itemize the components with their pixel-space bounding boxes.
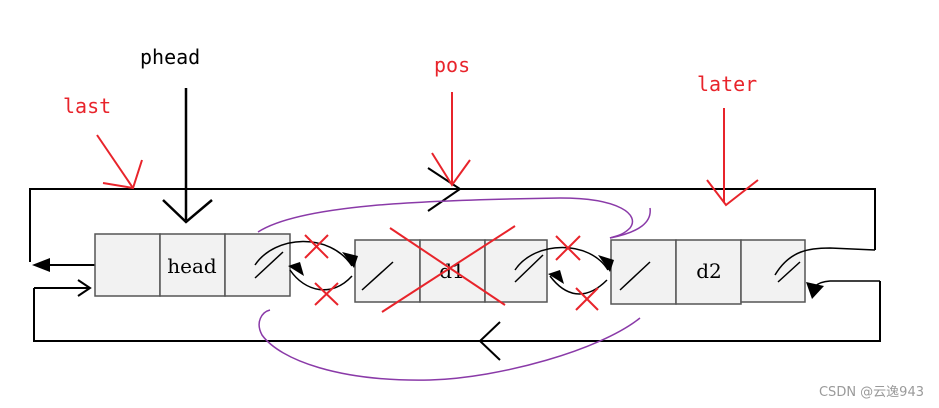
new-prev-link <box>258 309 641 381</box>
node-d2: d2 <box>610 239 806 305</box>
delete-marks <box>304 225 599 313</box>
bottom-prev-line <box>33 281 881 342</box>
node-head: head <box>94 233 291 297</box>
pointer-phead: phead <box>140 45 213 224</box>
watermark-text: CSDN @云逸943 <box>819 385 924 400</box>
cross-d2-prev <box>575 287 599 311</box>
d2-prev-curve <box>549 275 608 295</box>
label-pos: pos <box>434 53 470 77</box>
new-next-tail <box>609 207 651 239</box>
top-next-line <box>29 188 876 262</box>
label-phead: phead <box>140 45 200 69</box>
new-links <box>257 197 651 381</box>
d2-next-curve <box>774 247 876 276</box>
pointer-later: later <box>697 72 759 207</box>
link-arrowheads <box>288 252 824 299</box>
pointer-pos: pos <box>431 53 471 187</box>
cross-d1-next <box>555 235 581 261</box>
cross-node-d1 <box>381 225 516 313</box>
bottom-arrow-head <box>478 321 501 361</box>
new-next-link <box>257 197 634 239</box>
label-last: last <box>63 94 111 118</box>
node-d1: d1 <box>354 239 548 303</box>
node-head-label: head <box>167 254 217 278</box>
top-arrow-head <box>427 167 462 212</box>
d1-next-curve <box>514 246 609 271</box>
circular-frame <box>29 167 881 361</box>
head-next-curve <box>254 240 353 267</box>
node-d2-label: d2 <box>696 259 722 283</box>
pointer-last: last <box>63 94 143 190</box>
label-later: later <box>697 72 757 96</box>
cross-head-next <box>304 234 329 259</box>
into-head-arrow <box>34 279 92 297</box>
link-curves <box>254 240 880 296</box>
d1-prev-curve <box>289 269 353 291</box>
cross-d1-prev <box>314 282 339 306</box>
